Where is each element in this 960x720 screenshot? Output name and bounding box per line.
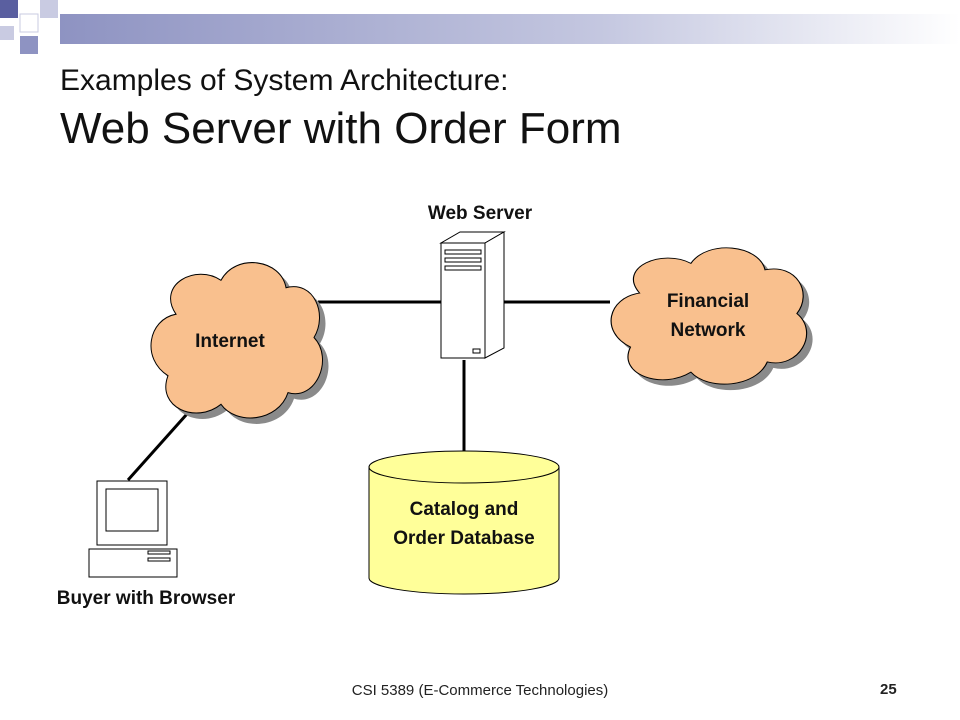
- server-drive-bay: [444, 249, 482, 255]
- slide-title: Web Server with Order Form: [60, 104, 622, 153]
- edge-buyer-internet: [126, 404, 197, 481]
- database-label: Order Database: [393, 528, 535, 549]
- buyer-label: Buyer with Browser: [57, 588, 236, 609]
- accent-square: [20, 36, 38, 54]
- header-bar: [60, 14, 960, 44]
- internet-label: Internet: [195, 331, 265, 352]
- server-drive-bay: [444, 265, 482, 271]
- accent-square: [40, 0, 58, 18]
- server-drive-bay: [444, 257, 482, 263]
- page-number: 25: [880, 681, 897, 698]
- financial-network-label: Network: [671, 320, 746, 341]
- financial-network-cloud: Financial Network: [610, 247, 813, 391]
- financial-network-label: Financial: [667, 291, 749, 312]
- accent-square: [0, 0, 18, 18]
- web-server-label: Web Server: [428, 203, 533, 224]
- accent-square: [0, 26, 14, 40]
- database-top: [368, 450, 560, 484]
- internet-cloud: Internet: [150, 262, 329, 424]
- accent-square: [19, 13, 39, 33]
- slide-subtitle: Examples of System Architecture:: [60, 64, 509, 97]
- connection-lines: [126, 300, 610, 481]
- buyer-computer: Buyer with Browser: [57, 480, 236, 609]
- web-server: Web Server: [428, 203, 533, 359]
- database-body: [368, 467, 560, 595]
- disk-drive-slot: [147, 557, 171, 562]
- catalog-order-database: Catalog and Order Database: [368, 450, 560, 595]
- monitor-screen: [105, 488, 159, 532]
- server-button: [472, 348, 481, 354]
- server-side: [484, 231, 505, 359]
- disk-drive-slot: [147, 550, 171, 555]
- database-label: Catalog and: [410, 499, 519, 520]
- header-decoration: [0, 0, 960, 54]
- slide-footer: CSI 5389 (E-Commerce Technologies): [351, 682, 609, 699]
